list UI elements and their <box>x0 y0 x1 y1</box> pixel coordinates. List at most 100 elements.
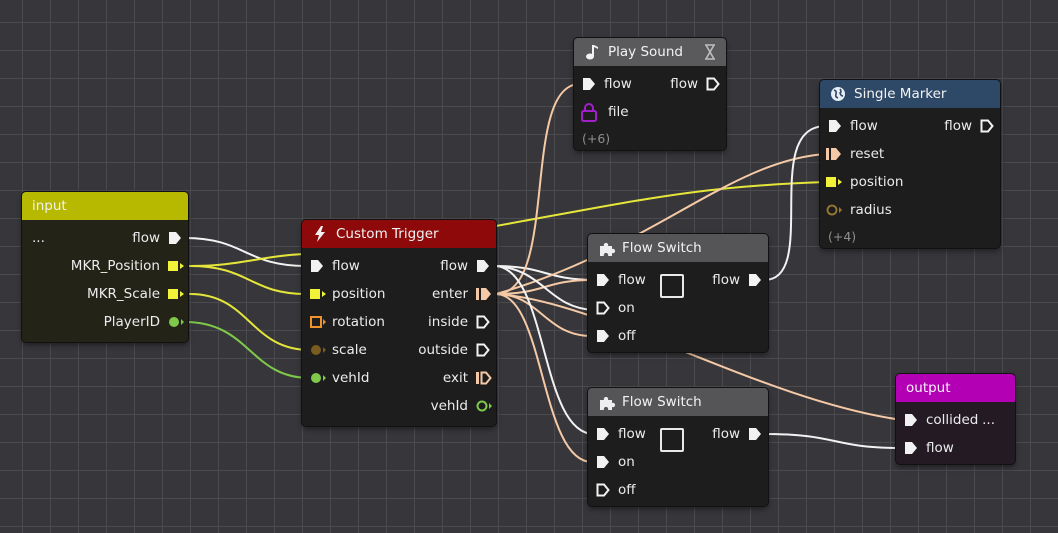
marker-more-count[interactable]: (+4) <box>828 229 857 244</box>
input-node-title: input <box>32 198 67 214</box>
lightning-icon <box>312 226 328 242</box>
globe-icon <box>830 86 846 102</box>
trigger-out-enter-pin[interactable] <box>476 287 492 301</box>
switch2-row-on: on <box>588 448 768 476</box>
input-ellipsis-label: ... <box>32 230 45 246</box>
lock-icon[interactable] <box>580 102 598 122</box>
switch2-in-flow-pin[interactable] <box>596 427 610 441</box>
trigger-in-rotation-label: rotation <box>332 314 385 330</box>
trigger-row-vehid: vehId exit <box>302 364 496 392</box>
switch2-in-flow-label: flow <box>618 426 646 442</box>
switch1-row-off: off <box>588 322 768 350</box>
trigger-row-position: position enter <box>302 280 496 308</box>
switch1-out-flow-pin[interactable] <box>748 273 762 287</box>
switch2-row-flow: flow flow <box>588 420 768 448</box>
puzzle-icon <box>598 394 616 410</box>
marker-row-position: position <box>820 168 1000 196</box>
flow-switch-1-header[interactable]: Flow Switch <box>588 234 768 262</box>
marker-out-flow-label: flow <box>944 118 972 134</box>
custom-trigger-node[interactable]: Custom Trigger flow flow position enter … <box>302 220 496 426</box>
trigger-out-inside-pin[interactable] <box>476 315 490 329</box>
wire-mkr-position-to-trigger-position <box>189 265 307 295</box>
trigger-out-vehid-label: vehId <box>430 398 468 414</box>
trigger-out-outside-pin[interactable] <box>476 343 490 357</box>
marker-row-reset: reset <box>820 140 1000 168</box>
trigger-out-outside-label: outside <box>418 342 468 358</box>
playsound-more-count[interactable]: (+6) <box>582 131 611 146</box>
input-playerid-pin[interactable] <box>168 316 184 328</box>
trigger-row-rotation: rotation inside <box>302 308 496 336</box>
switch1-in-off-pin[interactable] <box>596 329 610 343</box>
switch1-in-on-pin[interactable] <box>596 301 610 315</box>
play-sound-title: Play Sound <box>608 44 683 60</box>
custom-trigger-header[interactable]: Custom Trigger <box>302 220 496 248</box>
hourglass-icon <box>704 44 716 64</box>
trigger-out-enter-label: enter <box>431 286 468 302</box>
trigger-in-position-pin[interactable] <box>310 289 326 299</box>
marker-in-flow-pin[interactable] <box>828 119 842 133</box>
playsound-out-flow-pin[interactable] <box>706 77 720 91</box>
trigger-row-scale: scale outside <box>302 336 496 364</box>
output-node-header[interactable]: output <box>896 374 1015 402</box>
flow-switch-2-header[interactable]: Flow Switch <box>588 388 768 416</box>
wire-trigger-enter-to-switch2-on <box>495 293 593 463</box>
switch2-out-flow-label: flow <box>712 426 740 442</box>
marker-in-radius-label: radius <box>850 202 892 218</box>
playsound-out-flow-label: flow <box>670 76 698 92</box>
marker-in-position-label: position <box>850 174 904 190</box>
output-node-title: output <box>906 380 951 396</box>
flow-switch-node-2[interactable]: Flow Switch flow flow on off <box>588 388 768 506</box>
single-marker-header[interactable]: Single Marker <box>820 80 1000 108</box>
play-sound-header[interactable]: Play Sound <box>574 38 726 66</box>
marker-in-position-pin[interactable] <box>826 177 842 187</box>
trigger-in-flow-label: flow <box>332 258 360 274</box>
wire-mkr-position-to-trigger-top <box>189 253 305 267</box>
playsound-row-file: file <box>574 98 726 126</box>
input-playerid-label: PlayerID <box>103 314 160 330</box>
switch1-row-flow: flow flow <box>588 266 768 294</box>
trigger-in-rotation-pin[interactable] <box>310 316 326 328</box>
switch1-in-flow-pin[interactable] <box>596 273 610 287</box>
playsound-in-flow-pin[interactable] <box>582 77 596 91</box>
trigger-out-vehid-pin[interactable] <box>476 400 492 412</box>
input-mkr-position-pin[interactable] <box>168 261 184 271</box>
marker-row-radius: radius <box>820 196 1000 224</box>
trigger-out-inside-label: inside <box>428 314 468 330</box>
marker-in-flow-label: flow <box>850 118 878 134</box>
trigger-row-vehid-out: vehId <box>302 392 496 420</box>
output-row-collided: collided ... <box>896 406 1015 434</box>
single-marker-node[interactable]: Single Marker flow flow reset position r… <box>820 80 1000 248</box>
input-mkr-scale-pin[interactable] <box>168 289 184 299</box>
trigger-in-flow-pin[interactable] <box>310 259 324 273</box>
input-flow-pin[interactable] <box>168 231 182 245</box>
trigger-in-vehid-pin[interactable] <box>310 372 326 384</box>
switch2-in-off-label: off <box>618 482 636 498</box>
input-node[interactable]: input ... flow MKR_Position MKR_Scale Pl… <box>22 192 188 342</box>
trigger-in-scale-pin[interactable] <box>310 344 326 356</box>
wire-input-flow-to-trigger-flow <box>184 237 307 267</box>
switch1-out-flow-label: flow <box>712 272 740 288</box>
input-node-header[interactable]: input <box>22 192 188 220</box>
marker-in-radius-pin[interactable] <box>826 204 842 216</box>
trigger-in-position-label: position <box>332 286 386 302</box>
marker-in-reset-pin[interactable] <box>826 147 842 161</box>
output-node[interactable]: output collided ... flow <box>896 374 1015 464</box>
flow-switch-node-1[interactable]: Flow Switch flow flow on off <box>588 234 768 352</box>
input-pin-row-ellipsis: ... flow <box>22 224 188 252</box>
trigger-out-exit-pin[interactable] <box>476 371 492 385</box>
trigger-out-flow-pin[interactable] <box>476 259 490 273</box>
switch1-row-on: on <box>588 294 768 322</box>
input-pin-row-mkr-position: MKR_Position <box>22 252 188 280</box>
output-in-flow-pin[interactable] <box>904 441 918 455</box>
output-flow-label: flow <box>926 440 954 456</box>
marker-out-flow-pin[interactable] <box>980 119 994 133</box>
switch2-state-checkbox[interactable] <box>660 428 684 452</box>
switch1-state-checkbox[interactable] <box>660 274 684 298</box>
output-in-collided-pin[interactable] <box>904 413 918 427</box>
switch2-in-off-pin[interactable] <box>596 483 610 497</box>
switch2-in-on-pin[interactable] <box>596 455 610 469</box>
single-marker-title: Single Marker <box>854 86 947 102</box>
switch2-out-flow-pin[interactable] <box>748 427 762 441</box>
switch1-in-on-label: on <box>618 300 635 316</box>
play-sound-node[interactable]: Play Sound flow flow file (+6) <box>574 38 726 150</box>
